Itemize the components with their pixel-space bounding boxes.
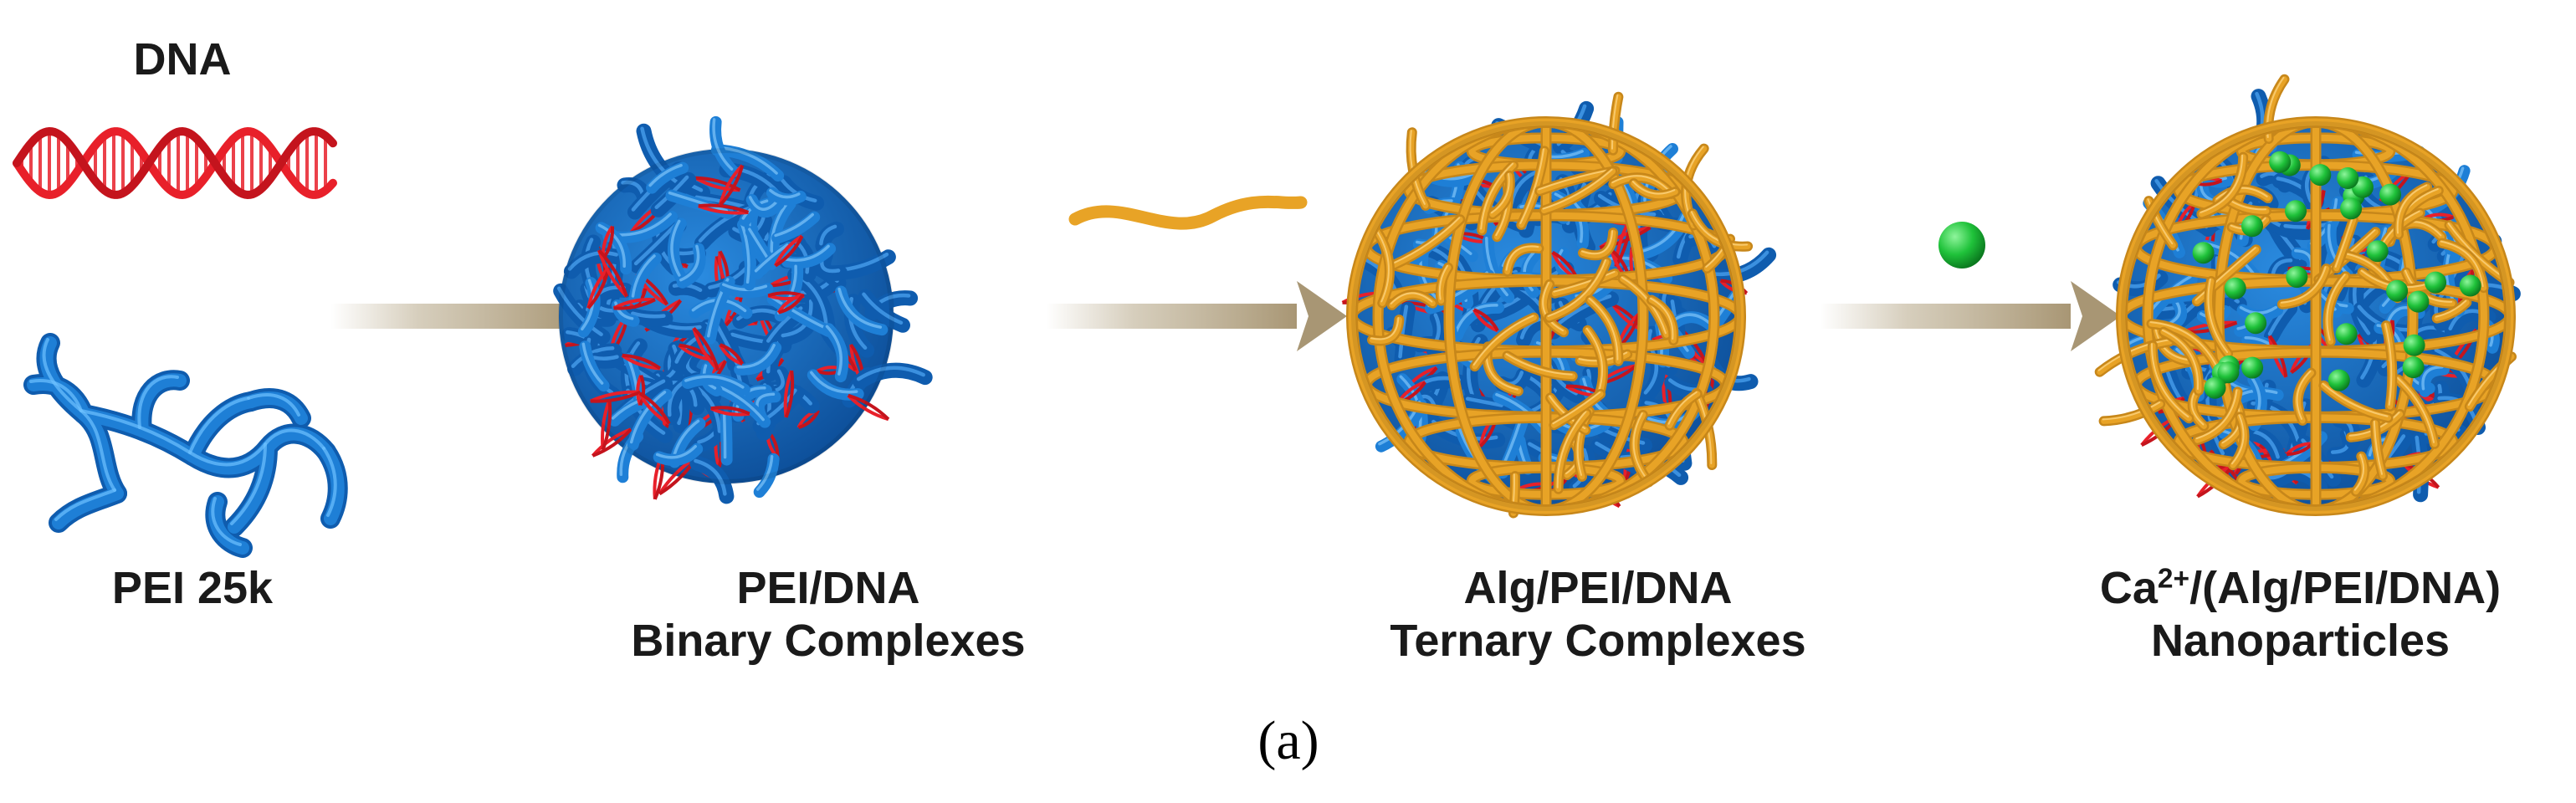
ternary-complex-sphere — [1341, 91, 1777, 519]
pei-label: PEI 25k — [111, 563, 274, 613]
figure-caption: (a) — [1257, 710, 1319, 771]
nano-label-line1: Ca2+/(Alg/PEI/DNA) — [2025, 562, 2576, 615]
binary-label-line1: PEI/DNA — [736, 563, 920, 613]
alginate-strand — [1068, 195, 1308, 230]
nanoparticle-sphere — [2094, 74, 2521, 516]
nanoparticles-label: Ca2+/(Alg/PEI/DNA) Nanoparticles — [2025, 562, 2576, 667]
ternary-label-line2: Ternary Complexes — [1390, 615, 1806, 666]
dna-helix — [13, 126, 337, 200]
binary-complex-sphere — [553, 115, 933, 504]
nano-label-line2: Nanoparticles — [2150, 615, 2451, 666]
calcium-ion — [1938, 222, 1985, 269]
ternary-label-line1: Alg/PEI/DNA — [1463, 563, 1733, 613]
arrow-head-3 — [2071, 281, 2121, 351]
binary-complexes-label: PEI/DNA Binary Complexes — [569, 562, 1088, 667]
ternary-complexes-label: Alg/PEI/DNA Ternary Complexes — [1314, 562, 1882, 667]
arrow-shaft-2 — [1046, 304, 1297, 329]
arrow-shaft-3 — [1820, 304, 2071, 329]
nano-label-superscript: 2+ — [2157, 563, 2190, 595]
arrow-head-2 — [1297, 281, 1347, 351]
nano-label-prefix: Ca — [2099, 563, 2158, 613]
arrow-shaft-1 — [330, 304, 581, 329]
binary-label-line2: Binary Complexes — [631, 615, 1026, 666]
nano-label-suffix: /(Alg/PEI/DNA) — [2189, 563, 2502, 613]
dna-label: DNA — [133, 34, 232, 84]
pei-polymer — [23, 333, 348, 558]
